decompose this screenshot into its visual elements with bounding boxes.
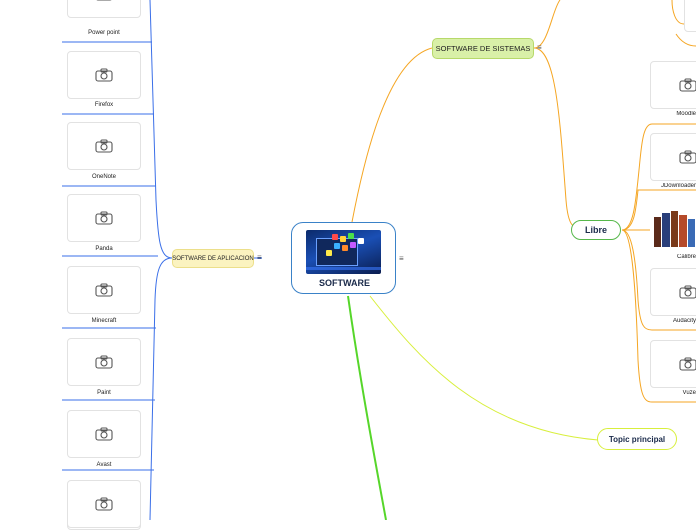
image-card-label: Audacity bbox=[672, 318, 696, 324]
aplicacion-menu-icon[interactable]: ≡ bbox=[257, 253, 262, 262]
image-card[interactable] bbox=[67, 410, 141, 458]
image-card[interactable] bbox=[67, 266, 141, 314]
image-card-label: Panda bbox=[95, 246, 113, 252]
camera-icon bbox=[96, 0, 112, 1]
image-card[interactable] bbox=[650, 268, 696, 316]
image-card[interactable] bbox=[67, 51, 141, 99]
image-card[interactable] bbox=[67, 480, 141, 528]
books-image bbox=[652, 209, 696, 247]
camera-icon bbox=[95, 427, 113, 441]
node-topic-principal[interactable]: Topic principal bbox=[597, 428, 677, 450]
node-software-de-sistemas[interactable]: SOFTWARE DE SISTEMAS bbox=[432, 38, 534, 59]
root-title: SOFTWARE bbox=[319, 278, 370, 288]
sistemas-menu-icon[interactable]: ≡ bbox=[537, 43, 542, 52]
camera-icon bbox=[679, 150, 696, 164]
node-software-de-aplicacion[interactable]: SOFTWARE DE APLICACION bbox=[172, 249, 254, 268]
camera-icon bbox=[95, 139, 113, 153]
image-card-label: JDownloader bbox=[660, 183, 696, 189]
image-card-label: Avast bbox=[96, 462, 112, 468]
image-card-label: Firefox bbox=[94, 102, 114, 108]
image-card[interactable] bbox=[67, 122, 141, 170]
camera-icon bbox=[95, 283, 113, 297]
image-card-label: Moodle bbox=[676, 111, 696, 117]
camera-icon bbox=[95, 211, 113, 225]
image-card[interactable] bbox=[67, 338, 141, 386]
camera-icon bbox=[95, 68, 113, 82]
root-node[interactable]: SOFTWARE bbox=[291, 222, 396, 294]
image-card-label: Calibre bbox=[676, 254, 696, 260]
image-card-label: Minecraft bbox=[91, 318, 117, 324]
image-card-label: Power point bbox=[88, 30, 120, 36]
camera-icon bbox=[679, 285, 696, 299]
image-card[interactable] bbox=[650, 340, 696, 388]
root-menu-icon[interactable]: ≡ bbox=[399, 254, 404, 263]
image-card[interactable] bbox=[650, 204, 696, 252]
top-right-card bbox=[684, 0, 696, 32]
image-card-label: OneNote bbox=[91, 174, 116, 180]
camera-icon bbox=[95, 497, 113, 511]
image-card[interactable] bbox=[650, 133, 696, 181]
image-card[interactable] bbox=[67, 194, 141, 242]
camera-icon bbox=[679, 78, 696, 92]
image-card-label: Vuze bbox=[682, 390, 696, 396]
camera-icon bbox=[95, 355, 113, 369]
node-libre[interactable]: Libre bbox=[571, 220, 621, 240]
camera-icon bbox=[679, 357, 696, 371]
root-image bbox=[306, 230, 381, 274]
image-card[interactable] bbox=[650, 61, 696, 109]
top-card-left bbox=[67, 0, 141, 18]
image-card-label: Paint bbox=[97, 390, 111, 396]
